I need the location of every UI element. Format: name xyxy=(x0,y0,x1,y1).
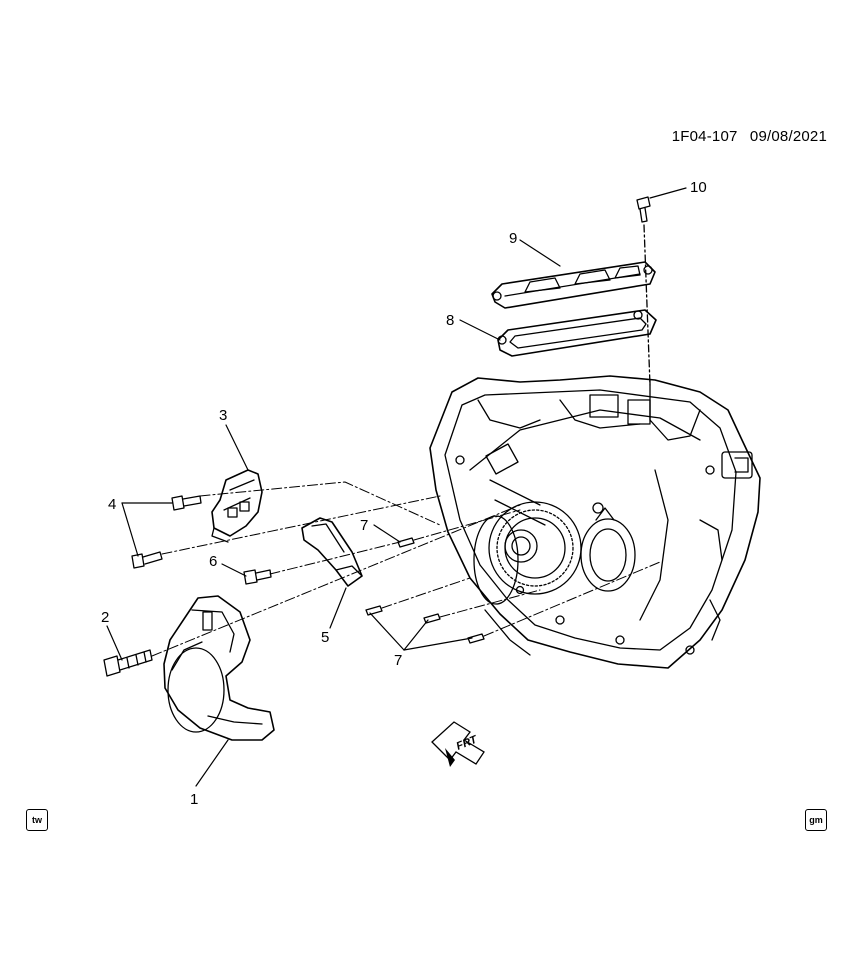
front-direction-arrow-icon xyxy=(431,721,485,767)
mount-bracket xyxy=(211,469,263,543)
cover-gasket xyxy=(497,309,657,357)
shield-bracket xyxy=(301,517,363,587)
diagram-code: 1F04-107 xyxy=(671,128,738,145)
seal-bore xyxy=(580,507,636,592)
alignment-centerlines xyxy=(151,481,661,657)
callout-7: 7 xyxy=(394,652,402,669)
leader-line xyxy=(643,224,651,386)
transmission-housing xyxy=(429,375,761,669)
callout-4: 4 xyxy=(108,496,116,513)
differential-gear xyxy=(473,501,582,605)
cover-bolt xyxy=(636,196,651,223)
callout-3: 3 xyxy=(219,407,227,424)
shield-bolt xyxy=(243,569,272,585)
gm-logo-icon: gm xyxy=(805,809,827,831)
callout-6: 6 xyxy=(209,553,217,570)
callout-7: 7 xyxy=(360,517,368,534)
diagram-header: 1F04-107 09/08/2021 xyxy=(672,128,827,145)
diagram-date: 09/08/2021 xyxy=(749,128,827,145)
callout-2: 2 xyxy=(101,609,109,626)
callout-5: 5 xyxy=(321,629,329,646)
heat-shield xyxy=(163,595,275,741)
callout-8: 8 xyxy=(446,312,454,329)
callout-10: 10 xyxy=(690,179,707,196)
callout-leaders xyxy=(106,187,687,787)
tw-badge-icon: tw xyxy=(26,809,48,831)
callout-9: 9 xyxy=(509,230,517,247)
shield-mount-bolt xyxy=(103,649,153,677)
bracket-bolts xyxy=(131,495,202,569)
callout-1: 1 xyxy=(190,791,198,808)
dowel-pins xyxy=(365,537,485,644)
upper-cover-plate xyxy=(491,261,656,309)
